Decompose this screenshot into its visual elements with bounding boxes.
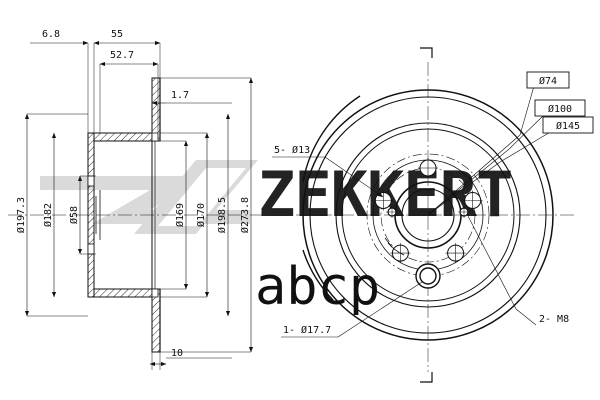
dia-169-text: Ø169 [174,203,186,227]
dim-55: 55 [93,29,161,133]
bolt-circle [366,153,490,277]
dim-52-7-text: 52.7 [110,50,134,61]
bolt-hole [373,190,394,211]
dia-273-8-text: Ø273.8 [239,197,251,233]
dia-273-8: Ø273.8 [160,77,254,353]
disc-profile [87,77,161,353]
dia-198-5: Ø198.5 [216,113,231,317]
dia-170: Ø170 [160,132,210,298]
dim-52-7: 52.7 [99,50,159,133]
center-bore-circle [401,188,455,242]
leader-5-d13: 5- Ø13 [272,144,384,198]
dim-1-7-text: 1.7 [171,90,189,101]
friction-inner-circle [341,128,515,302]
dim-10: 10 [149,348,232,370]
bolt-hole [418,158,438,178]
hole-17-7 [415,263,441,289]
leader-2-m8: 2- M8 [467,215,569,326]
boxed-label-d145-text: Ø145 [556,120,580,132]
dia-197-3: Ø197.3 [15,113,88,317]
dia-170-text: Ø170 [195,203,207,227]
friction-outer-circle [335,122,521,308]
dim-1-7: 1.7 [151,90,232,106]
disc-edge-circle [309,96,547,334]
front-view: Ø74 Ø100 Ø145 5- Ø13 1- Ø17.7 [272,47,594,383]
dim-6-8-text: 6.8 [42,29,60,40]
dia-198-5-text: Ø198.5 [216,197,228,233]
view-corner-ticks [420,47,433,383]
angular-tick [384,237,405,256]
bolt-hole [445,243,466,264]
dia-197-3-text: Ø197.3 [15,197,27,233]
boxed-label-d145: Ø145 [542,116,594,134]
leader-2-m8-text: 2- M8 [539,314,569,325]
m8-hole [458,206,470,218]
leader-1-d17-7-text: 1- Ø17.7 [283,324,331,336]
outer-contour-arc [302,95,361,183]
dim-55-text: 55 [111,29,123,40]
section-view: 6.8 55 52.7 1.7 [8,29,262,370]
boxed-label-d74: Ø74 [526,71,570,89]
dim-10-text: 10 [171,348,183,359]
bolt-hole [462,190,483,211]
dia-58-text: Ø58 [68,206,80,224]
outer-contour-arc-lower [302,249,334,301]
boxed-label-d100: Ø100 [534,99,586,117]
boxed-label-d100-text: Ø100 [548,103,572,115]
outer-rim-circle [302,89,554,341]
dia-182-text: Ø182 [42,203,54,227]
leader-5-d13-text: 5- Ø13 [274,144,310,156]
m8-holes-group [386,206,470,218]
dia-169: Ø169 [160,140,189,290]
dia-182: Ø182 [42,132,57,298]
dim-6-8: 6.8 [30,29,89,133]
boxed-label-d74-text: Ø74 [539,75,557,87]
m8-hole [386,206,398,218]
dia-58: Ø58 [68,175,96,255]
leader-1-d17-7: 1- Ø17.7 [281,281,423,338]
